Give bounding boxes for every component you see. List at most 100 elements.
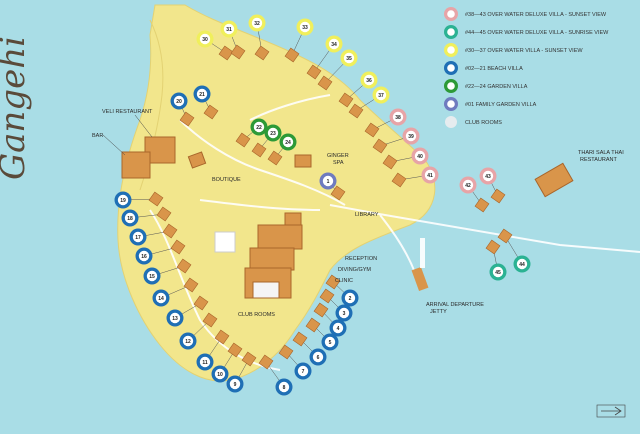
villa-number: 20 — [176, 99, 182, 105]
villa-34[interactable]: 34 — [306, 35, 343, 80]
villa-number: 15 — [149, 274, 155, 280]
villa-number: 17 — [135, 235, 141, 241]
villa-8[interactable]: 8 — [258, 354, 293, 396]
legend-item-family: #01 FAMILY GARDEN VILLA — [444, 97, 537, 111]
villa-hut — [372, 138, 388, 154]
villa-hut — [148, 191, 164, 207]
villa-4[interactable]: 4 — [313, 302, 347, 337]
villa-hut — [193, 295, 209, 311]
villa-hut — [170, 239, 186, 255]
villa-hut — [382, 154, 398, 170]
villa-21[interactable]: 21 — [193, 85, 219, 120]
legend-label: #38—43 OVER WATER DELUXE VILLA - SUNSET … — [465, 12, 607, 18]
villa-33[interactable]: 33 — [284, 18, 314, 63]
villa-37[interactable]: 37 — [348, 86, 390, 119]
villa-18[interactable]: 18 — [121, 206, 172, 227]
villa-17[interactable]: 17 — [129, 223, 178, 246]
boutique-building — [187, 151, 207, 169]
villa-7[interactable]: 7 — [278, 344, 312, 380]
villa-hut — [254, 45, 270, 61]
villa-hut — [306, 64, 322, 80]
villa-hut — [284, 47, 300, 63]
villa-hut — [364, 122, 380, 138]
villa-number: 12 — [185, 339, 191, 345]
villa-number: 45 — [495, 270, 501, 276]
villa-11[interactable]: 11 — [196, 329, 230, 371]
villa-19[interactable]: 19 — [114, 191, 164, 209]
villa-30[interactable]: 30 — [196, 30, 234, 61]
legend-swatch-center — [447, 10, 455, 18]
villa-42[interactable]: 42 — [459, 176, 490, 213]
legend-swatch-center — [447, 64, 455, 72]
villa-6[interactable]: 6 — [292, 331, 327, 366]
villa-40[interactable]: 40 — [382, 147, 429, 170]
villa-hut — [183, 277, 199, 293]
villa-15[interactable]: 15 — [143, 258, 192, 285]
villa-35[interactable]: 35 — [317, 49, 358, 91]
villa-hut — [485, 239, 501, 255]
villa-markers: 3031323334353637383940414243444520212223… — [114, 14, 531, 396]
villa-9[interactable]: 9 — [226, 351, 257, 393]
villa-12[interactable]: 12 — [179, 312, 218, 350]
legend-swatch — [445, 116, 457, 128]
villa-center — [199, 356, 211, 368]
bar-building — [121, 151, 151, 179]
villa-number: 2 — [349, 296, 352, 302]
villa-hut — [162, 223, 178, 239]
villa-5[interactable]: 5 — [305, 317, 339, 351]
villa-hut — [156, 206, 172, 222]
villa-center — [182, 335, 194, 347]
villa-number: 40 — [417, 154, 423, 160]
villa-hut — [338, 92, 354, 108]
villa-number: 37 — [378, 93, 384, 99]
villa-13[interactable]: 13 — [166, 295, 209, 327]
villa-center — [392, 111, 404, 123]
legend-item-sunset_deluxe: #38—43 OVER WATER DELUXE VILLA - SUNSET … — [444, 7, 607, 21]
spa-building — [294, 154, 312, 168]
villa-center — [462, 179, 474, 191]
map-labels: VELI RESTAURANT BAR BOUTIQUE GINGER SPA … — [92, 109, 624, 318]
villa-38[interactable]: 38 — [364, 108, 407, 138]
villa-center — [214, 368, 226, 380]
villa-39[interactable]: 39 — [372, 127, 420, 154]
villa-44[interactable]: 44 — [497, 228, 531, 273]
villa-center — [223, 23, 235, 35]
label-clinic: CLINIC — [335, 278, 353, 284]
villa-43[interactable]: 43 — [479, 167, 506, 204]
legend-swatch-center — [447, 82, 455, 90]
villa-1[interactable]: 1 — [319, 172, 346, 201]
villa-hut — [305, 317, 321, 333]
villa-20[interactable]: 20 — [170, 92, 195, 127]
main-buildings — [121, 136, 312, 299]
villa-2[interactable]: 2 — [325, 274, 359, 307]
villa-36[interactable]: 36 — [338, 71, 378, 108]
villa-center — [343, 52, 355, 64]
legend-item-club: CLUB ROOMS — [445, 116, 502, 128]
villa-number: 14 — [158, 296, 164, 302]
villa-center — [492, 266, 504, 278]
villa-23[interactable]: 23 — [251, 124, 282, 158]
villa-32[interactable]: 32 — [248, 14, 270, 61]
villa-41[interactable]: 41 — [391, 166, 439, 188]
villa-45[interactable]: 45 — [485, 239, 507, 281]
legend-item-sunset: #30—37 OVER WATER VILLA - SUNSET VIEW — [444, 43, 583, 57]
villa-center — [414, 150, 426, 162]
villa-10[interactable]: 10 — [211, 342, 243, 383]
villa-22[interactable]: 22 — [235, 118, 268, 148]
villa-3[interactable]: 3 — [319, 288, 353, 322]
island-name-script: Gangehi — [0, 36, 33, 180]
villa-hut — [490, 188, 506, 204]
villa-center — [375, 89, 387, 101]
villa-16[interactable]: 16 — [135, 239, 186, 265]
villa-24[interactable]: 24 — [267, 133, 297, 166]
villa-number: 22 — [256, 125, 262, 131]
villa-center — [117, 194, 129, 206]
villa-number: 42 — [465, 183, 471, 189]
villa-center — [516, 258, 528, 270]
villa-number: 31 — [226, 27, 232, 33]
villa-number: 33 — [302, 25, 308, 31]
villa-14[interactable]: 14 — [152, 277, 199, 307]
villa-31[interactable]: 31 — [220, 20, 246, 60]
villa-center — [251, 17, 263, 29]
